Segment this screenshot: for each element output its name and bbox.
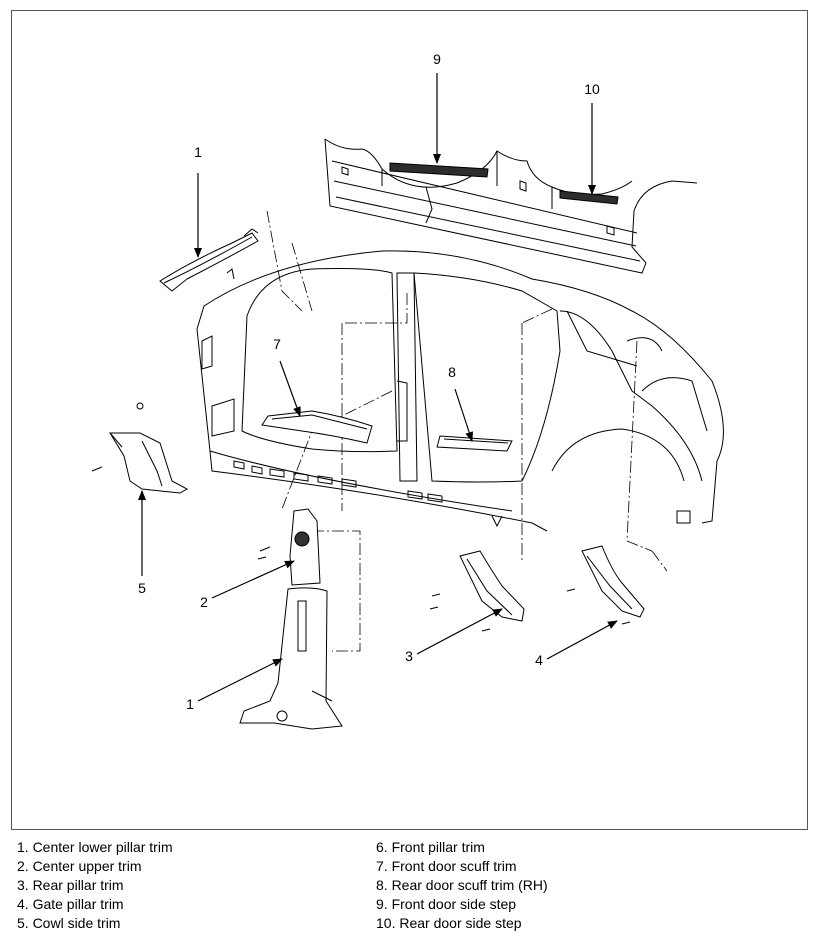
- exploded-view-diagram: 9 10 1 7 8 5 2 1 3 4: [91, 51, 724, 730]
- parts-legend: 1. Center lower pillar trim 2. Center up…: [0, 838, 820, 934]
- legend-item: 7. Front door scuff trim: [376, 858, 517, 874]
- callout-9: 9: [433, 51, 441, 67]
- callout-4: 4: [535, 652, 543, 668]
- callout-3: 3: [405, 648, 413, 664]
- arrow-7: [279, 360, 301, 417]
- gate-pillar-trim: [566, 545, 645, 625]
- rear-door-scuff-trim: [436, 435, 513, 452]
- legend-column-left: 1. Center lower pillar trim 2. Center up…: [17, 838, 173, 933]
- legend-item: 10. Rear door side step: [376, 915, 522, 931]
- side-step-panel: [324, 138, 698, 274]
- callout-10: 10: [584, 81, 600, 97]
- arrow-8: [454, 388, 474, 442]
- legend-item: 3. Rear pillar trim: [17, 877, 124, 893]
- rear-door-side-step: [559, 190, 619, 205]
- body-side-outline: [196, 250, 724, 532]
- assembly-lines: [266, 210, 668, 652]
- callout-8: 8: [448, 364, 456, 380]
- center-lower-pillar-trim: [239, 587, 343, 730]
- diagram-frame: 9 10 1 7 8 5 2 1 3 4: [11, 10, 808, 830]
- cowl-side-trim: [91, 402, 189, 494]
- front-door-scuff-trim: [261, 410, 373, 444]
- legend-item: 5. Cowl side trim: [17, 915, 121, 931]
- legend-column-right: 6. Front pillar trim 7. Front door scuff…: [376, 838, 548, 933]
- callout-2: 2: [200, 594, 208, 610]
- legend-item: 6. Front pillar trim: [376, 839, 485, 855]
- arrow-2: [211, 560, 295, 599]
- rear-pillar-trim: [429, 550, 525, 632]
- legend-item: 1. Center lower pillar trim: [17, 839, 173, 855]
- callout-7: 7: [273, 336, 281, 352]
- callout-5: 5: [138, 580, 146, 596]
- legend-item: 8. Rear door scuff trim (RH): [376, 877, 548, 893]
- arrow-1-lower: [197, 658, 283, 702]
- center-pillar-upper-piece: [159, 228, 259, 292]
- arrow-3: [416, 608, 503, 655]
- callout-1-lower: 1: [186, 696, 194, 712]
- center-upper-trim: [257, 508, 321, 586]
- arrow-4: [546, 620, 618, 660]
- legend-item: 2. Center upper trim: [17, 858, 142, 874]
- legend-item: 4. Gate pillar trim: [17, 896, 124, 912]
- front-door-side-step: [389, 162, 489, 178]
- legend-item: 9. Front door side step: [376, 896, 517, 912]
- callout-arrows: [138, 73, 618, 702]
- callout-1-upper: 1: [194, 144, 202, 160]
